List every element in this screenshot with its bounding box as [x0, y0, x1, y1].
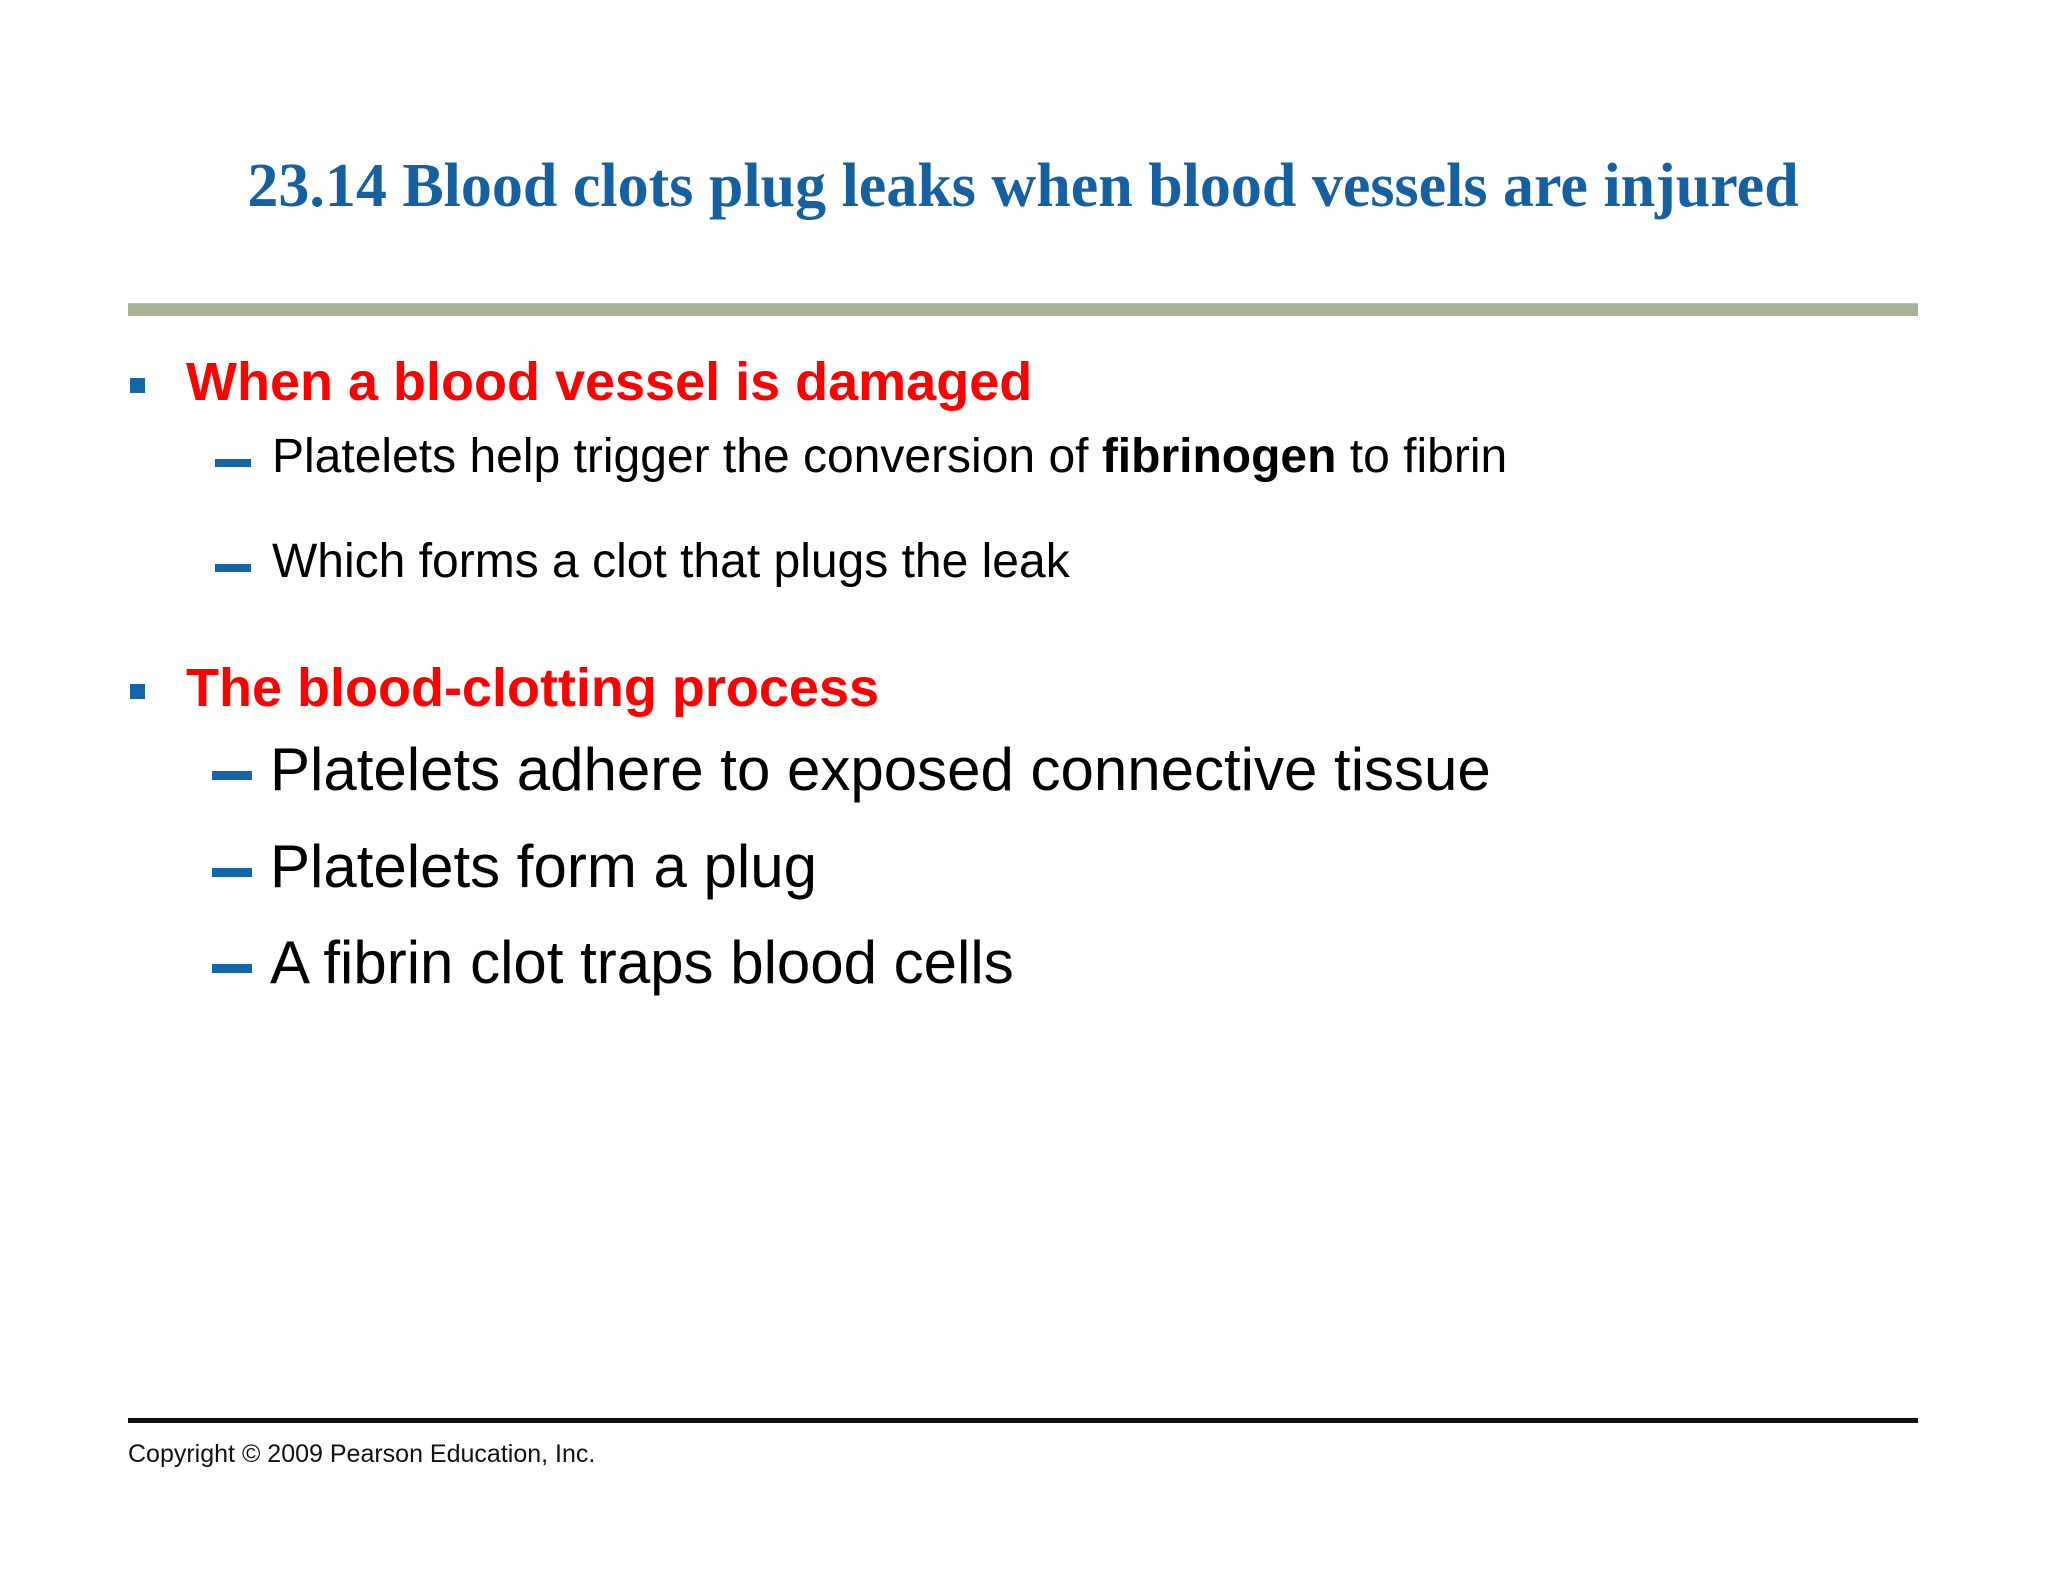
- square-bullet-icon: [130, 378, 145, 393]
- list-item: Platelets form a plug: [0, 833, 2048, 901]
- list-item-text-pre: A fibrin clot traps blood cells: [270, 929, 1014, 997]
- section-heading-1-label: When a blood vessel is damaged: [186, 352, 1033, 412]
- list-item-text-post: to fibrin: [1336, 430, 1508, 484]
- list-item-text-pre: Platelets adhere to exposed connective t…: [270, 736, 1491, 804]
- copyright-notice: Copyright © 2009 Pearson Education, Inc.: [128, 1440, 596, 1468]
- square-bullet-icon: [130, 683, 145, 699]
- section-heading-2: The blood-clotting process: [0, 658, 2048, 718]
- list-item-text-emphasis: fibrinogen: [1101, 430, 1337, 484]
- page-title: 23.14 Blood clots plug leaks when blood …: [247, 151, 1799, 220]
- dash-bullet-icon: [212, 964, 252, 974]
- dash-bullet-icon: [212, 771, 252, 781]
- dash-bullet-icon: [212, 867, 252, 877]
- dash-bullet-icon: [215, 564, 251, 573]
- spacer: [0, 491, 2048, 535]
- dash-bullet-icon: [215, 459, 251, 468]
- slide-body: When a blood vessel is damaged Platelets…: [0, 352, 2048, 1026]
- list-item: Which forms a clot that plugs the leak: [0, 535, 2048, 590]
- spacer: [0, 596, 2048, 658]
- list-item-text-pre: Platelets help trigger the conversion of: [272, 430, 1102, 484]
- section-heading-2-label: The blood-clotting process: [186, 657, 880, 718]
- section-heading-1: When a blood vessel is damaged: [0, 352, 2048, 412]
- title-divider: [128, 303, 1918, 316]
- list-item: Platelets adhere to exposed connective t…: [0, 736, 2048, 804]
- footer-divider: [128, 1418, 1918, 1423]
- list-item: Platelets help trigger the conversion of…: [0, 430, 2048, 485]
- list-item-text-pre: Platelets form a plug: [270, 832, 817, 900]
- list-item-text-pre: Which forms a clot that plugs the leak: [272, 535, 1070, 589]
- list-item: A fibrin clot traps blood cells: [0, 929, 2048, 997]
